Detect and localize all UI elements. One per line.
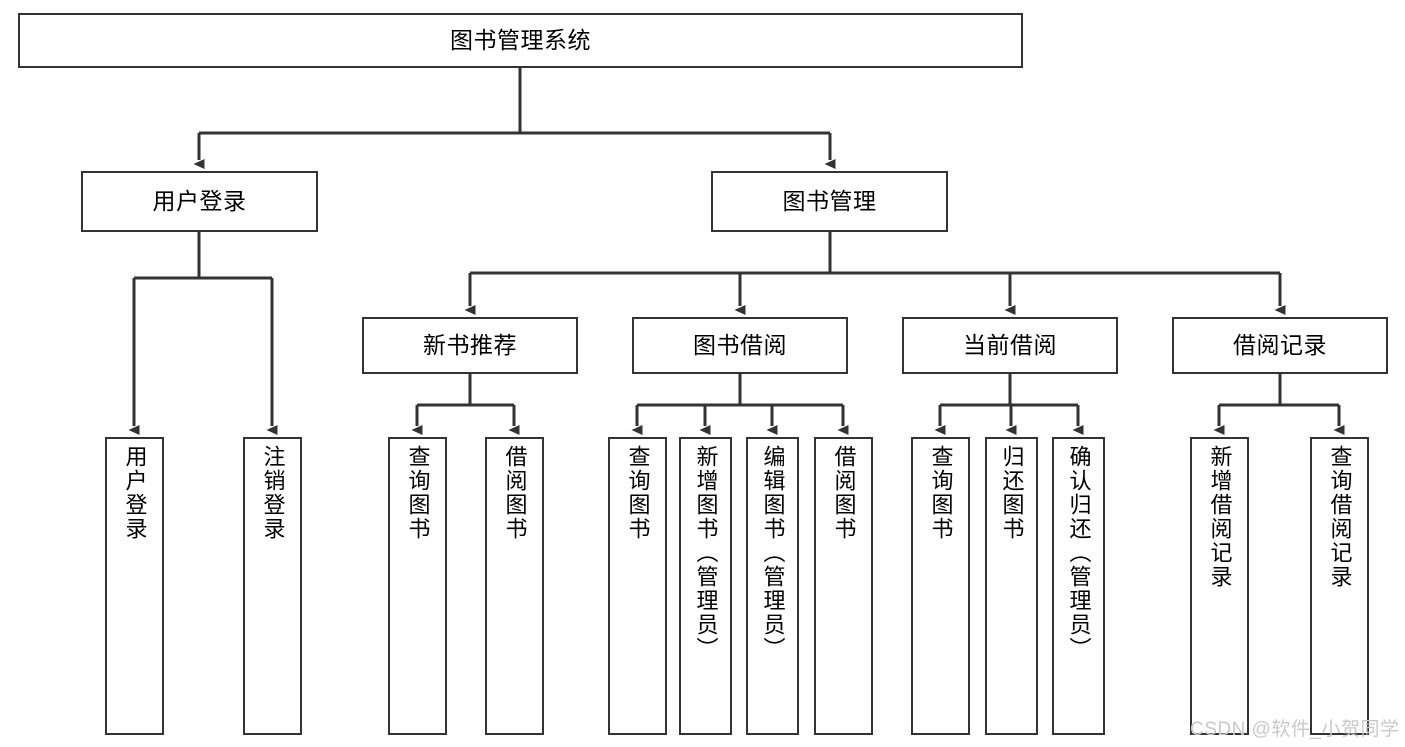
node-leaf-query-record-label: 查询借阅记录 [1327,445,1353,589]
node-leaf-borrow-book-2[interactable]: 借阅图书 [814,437,873,735]
node-leaf-user-login-label: 用户登录 [122,445,148,541]
node-leaf-return-book[interactable]: 归还图书 [985,437,1038,735]
node-leaf-query-book-3-label: 查询图书 [928,445,954,541]
node-book-borrow-label: 图书借阅 [693,332,787,359]
node-book-manage[interactable]: 图书管理 [711,171,948,232]
node-leaf-borrow-book-1[interactable]: 借阅图书 [485,437,544,735]
csdn-watermark: CSDN @软件_小贺同学 [1190,719,1400,740]
node-borrow-record[interactable]: 借阅记录 [1172,317,1388,374]
node-leaf-add-book[interactable]: 新增图书（管理员） [679,437,732,735]
node-leaf-borrow-book-2-label: 借阅图书 [831,445,857,541]
node-user-login-label: 用户登录 [152,188,247,215]
node-leaf-edit-book-label: 编辑图书（管理员） [760,445,786,661]
node-leaf-add-record-label: 新增借阅记录 [1207,445,1233,589]
node-leaf-add-book-label: 新增图书（管理员） [693,445,719,661]
node-leaf-confirm-return-label: 确认归还（管理员） [1066,445,1092,661]
node-book-manage-label: 图书管理 [782,188,877,215]
node-root-label: 图书管理系统 [450,27,591,54]
node-leaf-edit-book[interactable]: 编辑图书（管理员） [746,437,799,735]
node-borrow-record-label: 借阅记录 [1233,332,1327,359]
node-new-book-rec[interactable]: 新书推荐 [362,317,578,374]
node-leaf-query-book-3[interactable]: 查询图书 [911,437,970,735]
node-leaf-confirm-return[interactable]: 确认归还（管理员） [1052,437,1105,735]
node-leaf-add-record[interactable]: 新增借阅记录 [1190,437,1249,735]
node-book-borrow[interactable]: 图书借阅 [632,317,848,374]
node-leaf-query-book-1[interactable]: 查询图书 [388,437,447,735]
node-current-borrow-label: 当前借阅 [963,332,1057,359]
node-leaf-query-book-2[interactable]: 查询图书 [608,437,667,735]
node-new-book-rec-label: 新书推荐 [423,332,517,359]
node-user-login[interactable]: 用户登录 [81,171,318,232]
node-leaf-user-login[interactable]: 用户登录 [105,437,164,735]
node-root[interactable]: 图书管理系统 [18,13,1023,68]
node-leaf-query-book-1-label: 查询图书 [405,445,431,541]
node-leaf-query-book-2-label: 查询图书 [625,445,651,541]
node-leaf-logout[interactable]: 注销登录 [243,437,302,735]
node-leaf-borrow-book-1-label: 借阅图书 [502,445,528,541]
node-leaf-query-record[interactable]: 查询借阅记录 [1310,437,1369,735]
node-current-borrow[interactable]: 当前借阅 [902,317,1118,374]
node-leaf-logout-label: 注销登录 [260,445,286,541]
node-leaf-return-book-label: 归还图书 [999,445,1025,541]
